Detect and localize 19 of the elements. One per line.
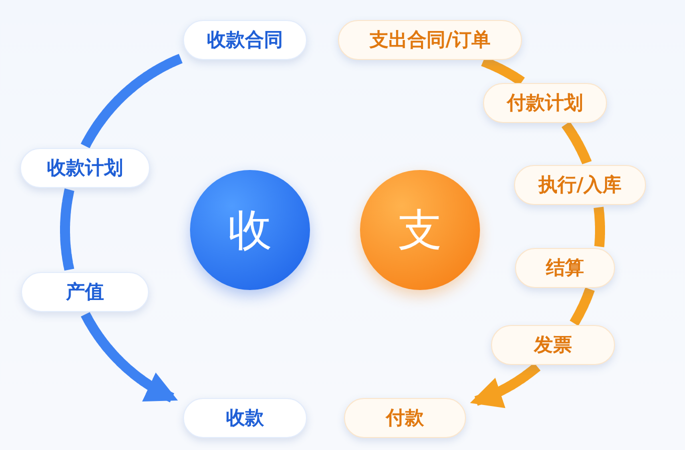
step-pill: 付款计划 xyxy=(483,83,607,123)
arrow xyxy=(470,362,542,408)
arc-connector xyxy=(60,186,74,274)
step-pill: 收款计划 xyxy=(20,148,150,188)
step-pill: 发票 xyxy=(491,325,615,365)
arrow xyxy=(80,310,178,402)
arc-connector xyxy=(594,204,605,250)
step-pill: 执行/入库 xyxy=(514,165,646,205)
step-pill: 支出合同/订单 xyxy=(338,20,522,60)
step-pill: 结算 xyxy=(515,248,615,288)
step-pill: 付款 xyxy=(344,398,466,438)
arc-connector xyxy=(80,54,184,150)
step-pill: 产值 xyxy=(21,272,149,312)
category-circle: 支 xyxy=(360,170,480,290)
step-pill: 收款 xyxy=(183,398,307,438)
arc-connector xyxy=(562,120,592,166)
step-pill: 收款合同 xyxy=(183,20,307,60)
arc-connector xyxy=(570,286,595,327)
category-circle: 收 xyxy=(190,170,310,290)
